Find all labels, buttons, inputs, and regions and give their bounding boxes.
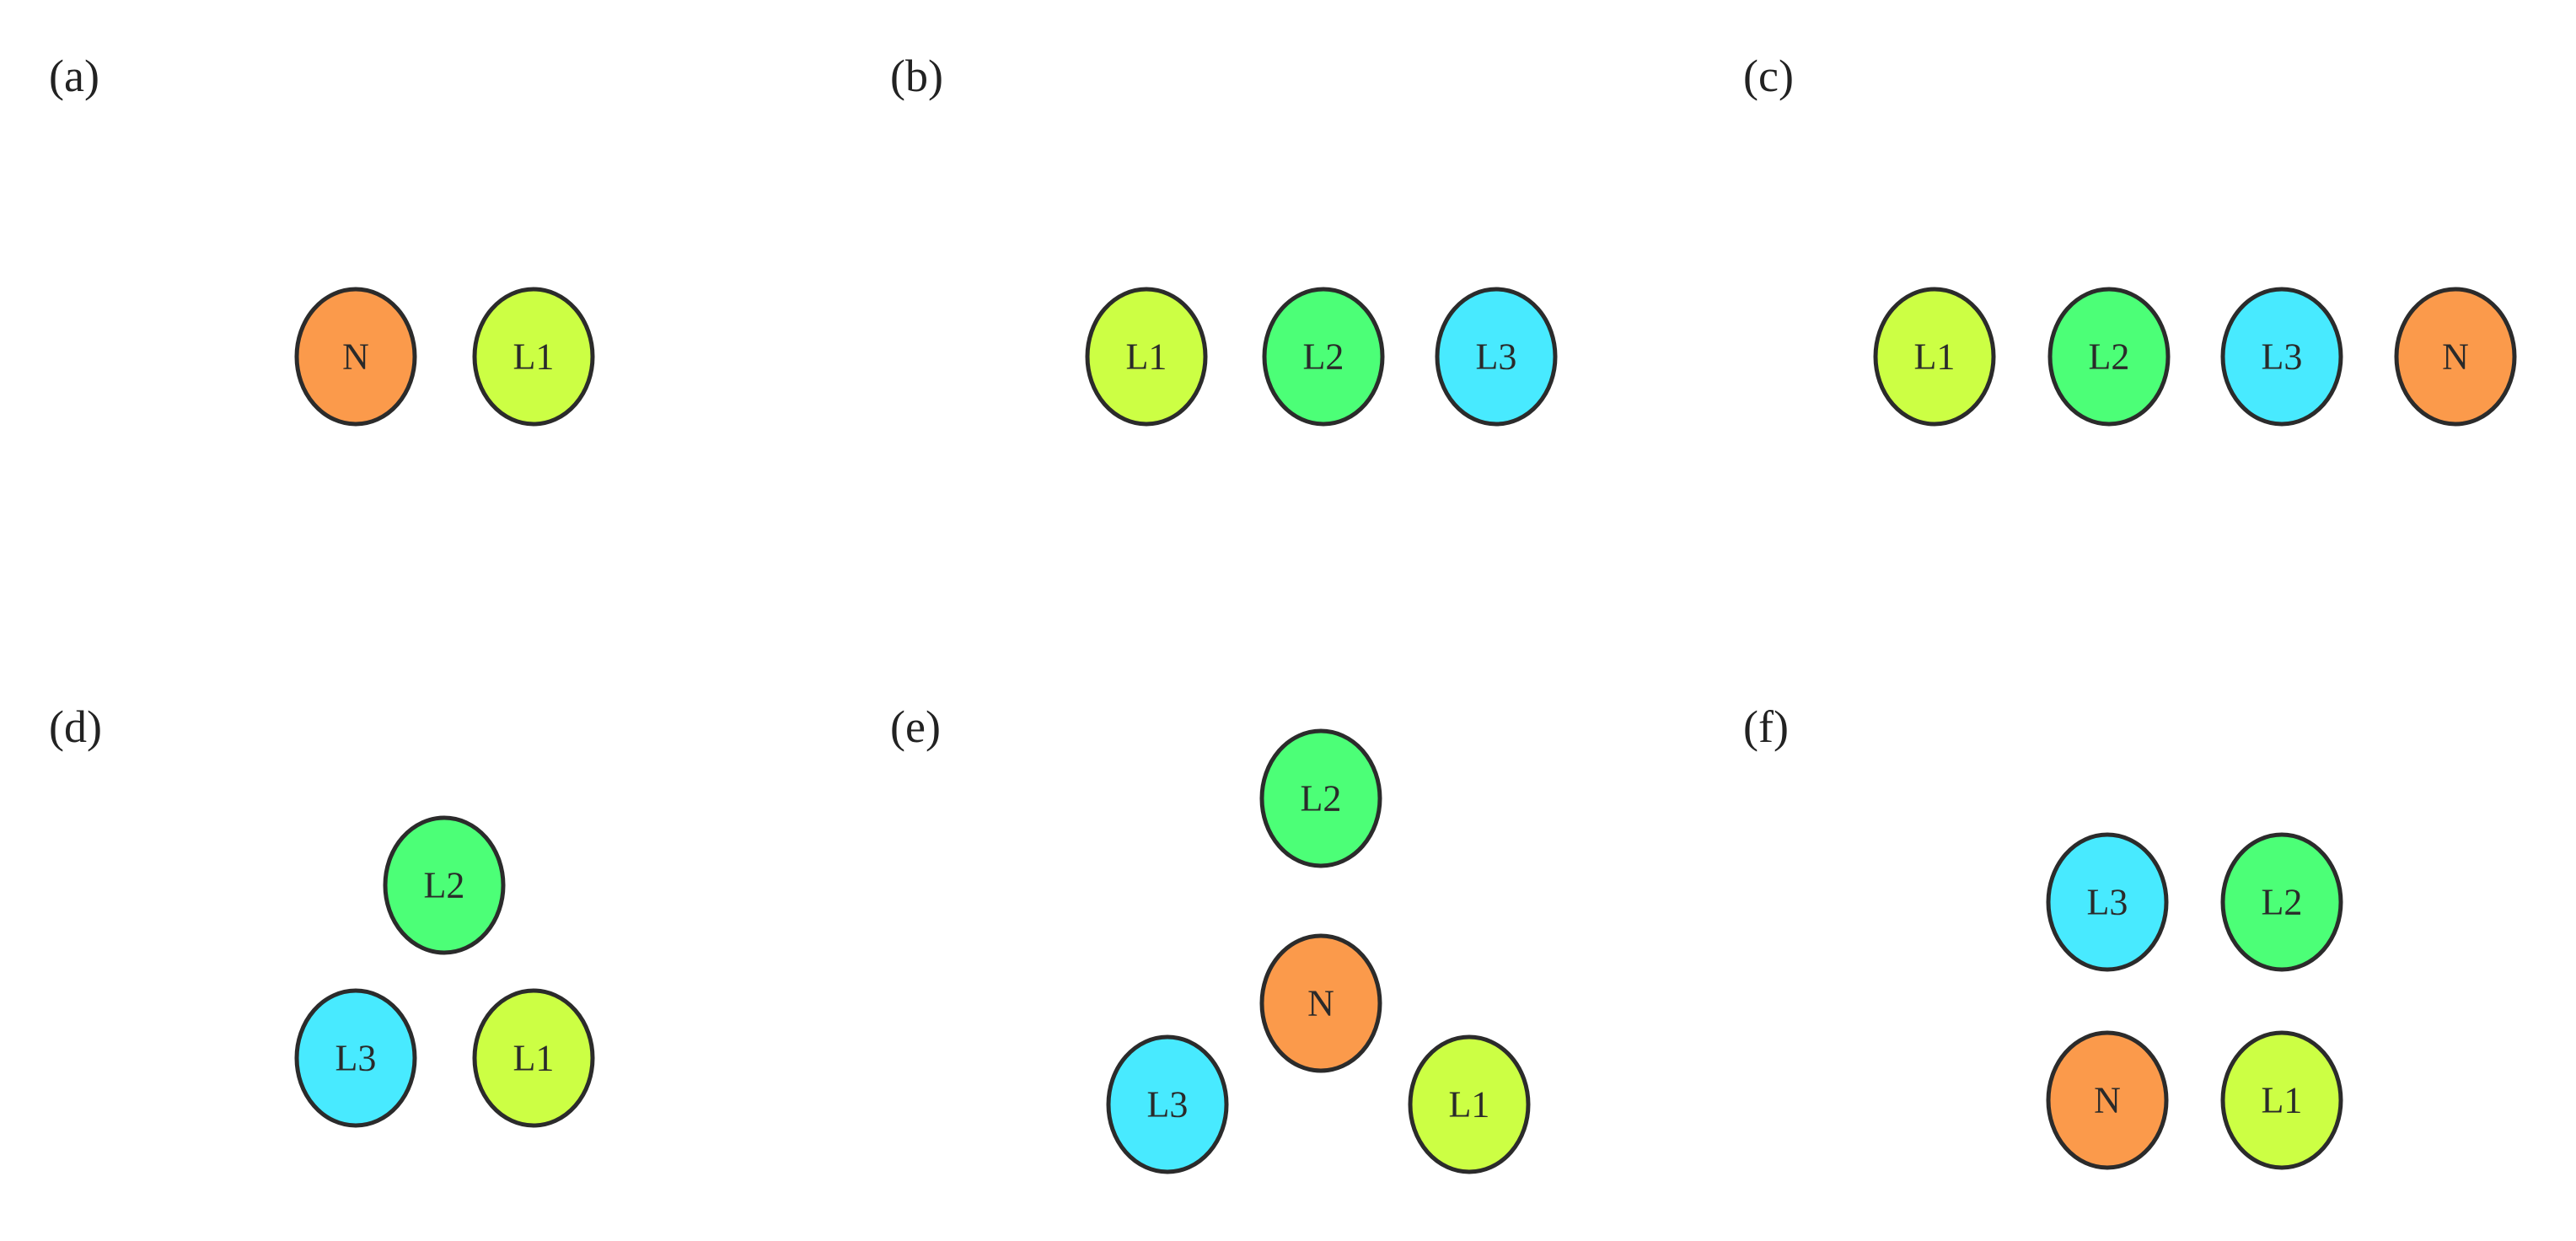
conductor-label: L2 <box>1301 778 1342 819</box>
conductor-f-1: L3 <box>2046 832 2169 972</box>
panel-label-d: (d) <box>49 701 102 752</box>
panel-c: (c) L1 L2 L3 N <box>1743 51 2517 427</box>
conductor-b-3: L3 <box>1435 287 1558 427</box>
conductor-label: N <box>2094 1080 2121 1121</box>
panel-label-a: (a) <box>49 51 99 101</box>
conductor-label: L1 <box>513 336 555 378</box>
conductor-label: N <box>2442 336 2469 378</box>
conductor-label: L3 <box>2262 336 2303 378</box>
conductor-a-1: N <box>294 287 417 427</box>
conductor-c-3: L3 <box>2220 287 2343 427</box>
conductor-e-1: L2 <box>1259 728 1382 868</box>
conductor-label: L1 <box>513 1038 555 1079</box>
conductor-label: L1 <box>1914 336 1956 378</box>
panel-f: (f) L3 L2 N L1 <box>1743 701 2343 1170</box>
conductor-d-2: L3 <box>294 988 417 1128</box>
conductor-c-1: L1 <box>1873 287 1996 427</box>
conductor-c-2: L2 <box>2047 287 2171 427</box>
conductor-label: L1 <box>1449 1084 1490 1125</box>
conductor-label: N <box>342 336 369 378</box>
panel-label-f: (f) <box>1743 701 1789 752</box>
conductor-e-4: L1 <box>1408 1034 1531 1174</box>
panel-a: (a) N L1 <box>49 51 595 427</box>
conductor-label: L1 <box>2262 1080 2303 1121</box>
conductor-label: L2 <box>2089 336 2130 378</box>
conductor-label: L2 <box>1303 336 1344 378</box>
conductor-f-4: L1 <box>2220 1030 2343 1170</box>
conductor-e-3: L3 <box>1106 1034 1229 1174</box>
conductor-label: L2 <box>2262 882 2303 923</box>
panel-label-c: (c) <box>1743 51 1794 101</box>
panel-label-e: (e) <box>890 701 941 752</box>
conductor-label: N <box>1307 983 1334 1024</box>
panel-e: (e) L2 N L3 L1 <box>890 701 1531 1174</box>
conductor-label: L1 <box>1126 336 1167 378</box>
panel-d: (d) L2 L3 L1 <box>49 701 595 1128</box>
conductor-d-1: L2 <box>383 815 506 955</box>
conductor-e-2: N <box>1259 933 1382 1073</box>
conductor-a-2: L1 <box>472 287 595 427</box>
conductor-label: L3 <box>1476 336 1517 378</box>
conductor-f-2: L2 <box>2220 832 2343 972</box>
conductor-c-4: N <box>2394 287 2517 427</box>
conductor-label: L2 <box>424 865 465 906</box>
conductor-f-3: N <box>2046 1030 2169 1170</box>
conductor-b-1: L1 <box>1085 287 1208 427</box>
conductor-label: L3 <box>1147 1084 1189 1125</box>
conductor-d-3: L1 <box>472 988 595 1128</box>
conductor-label: L3 <box>335 1038 377 1079</box>
panel-label-b: (b) <box>890 51 943 101</box>
panel-b: (b) L1 L2 L3 <box>890 51 1558 427</box>
conductor-b-2: L2 <box>1262 287 1385 427</box>
conductor-label: L3 <box>2087 882 2128 923</box>
